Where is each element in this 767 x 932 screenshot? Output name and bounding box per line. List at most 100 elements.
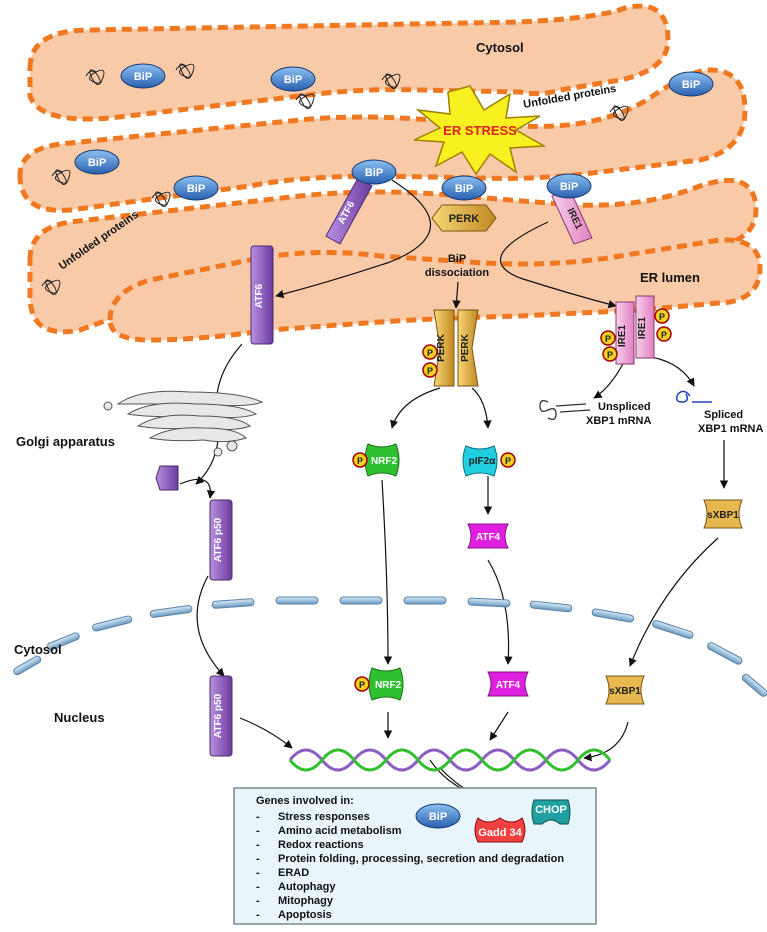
atf6-sensor: ATF6 BiP (325, 159, 397, 245)
gene-item-dash: - (256, 867, 260, 879)
atf6-p50-nuclear: ATF6 p50 (209, 675, 233, 757)
atf6-cytosolic: ATF6 (250, 245, 274, 345)
perk-phospho-2 (422, 362, 438, 378)
tangle-8 (41, 279, 61, 295)
nrf2-cytosolic-label: NRF2 (371, 456, 398, 467)
nuclear-pore-4 (149, 605, 193, 618)
gene-item: Protein folding, processing, secretion a… (278, 853, 564, 865)
genes-bip-label: BiP (429, 811, 447, 823)
perk-bip-label: BiP (455, 183, 473, 195)
gene-item: Amino acid metabolism (278, 825, 402, 837)
arrow-sxbp1-to-dna (583, 721, 629, 762)
dna-strand-2 (288, 748, 612, 772)
arrow-p50-to-nucleus (196, 575, 225, 677)
ire1-phospho-4-label: P (661, 330, 667, 340)
eif2a-phospho-label: P (505, 456, 511, 466)
bip-label-3: BiP (682, 79, 700, 91)
arrow-perk-to-nrf2 (390, 387, 441, 429)
ire1-dimer: IRE1 IRE1 P P P P (600, 295, 672, 365)
atf6-bip (351, 159, 397, 185)
gene-item-dash: - (256, 853, 260, 865)
arrow-perk-dimer (452, 281, 461, 309)
atf6-p50-nuclear-label: ATF6 p50 (213, 693, 224, 738)
sxbp1-nuclear-shape (605, 675, 645, 705)
tangle-2 (175, 63, 195, 79)
arrow-atf4-to-dna (489, 711, 509, 741)
arrow-ire1-dimer (499, 221, 617, 309)
bip-label-4: BiP (88, 157, 106, 169)
tangle-5 (609, 105, 629, 121)
nrf2-cytosolic-phospho (352, 452, 368, 468)
arrow-sxbp1-to-nucleus (628, 537, 719, 667)
bip-label-1: BiP (134, 71, 152, 83)
ire1-dimer-label-right: IRE1 (637, 316, 648, 339)
arrow-nrf2-to-nucleus (381, 479, 393, 665)
unspliced-label-2: XBP1 mRNA (586, 415, 651, 427)
er-sheet-1 (27, 3, 671, 122)
ire1-dimer-right (635, 295, 655, 359)
er-bip-group: BiP BiP BiP BiP BiP (74, 63, 714, 201)
unspliced-xbp1-mrna: Unspliced XBP1 mRNA (539, 400, 651, 427)
ire1-sensor: IRE1 BiP (546, 173, 593, 245)
eif2a-shape (462, 445, 498, 477)
gene-item: ERAD (278, 867, 309, 879)
gene-item-dash: - (256, 895, 260, 907)
ire1-phospho-2-label: P (607, 350, 613, 360)
er-stress-burst: ER STRESS (413, 85, 547, 176)
bip-label-5: BiP (187, 183, 205, 195)
perk-dimer-left (433, 309, 455, 387)
genes-box-title: Genes involved in: (256, 795, 354, 807)
nuclear-pore-2 (46, 632, 80, 651)
gene-item: Apoptosis (278, 909, 332, 921)
perk-dimer-label-right: PERK (460, 333, 471, 362)
chop-shape (531, 799, 571, 825)
atf4-nuclear-label: ATF4 (496, 680, 521, 691)
spliced-label-2: XBP1 mRNA (698, 423, 763, 435)
gene-item: Stress responses (278, 811, 370, 823)
gene-item-dash: - (256, 811, 260, 823)
ire1-phospho-2 (602, 346, 618, 362)
nuclear-envelope (13, 596, 767, 697)
arrow-p50-to-dna (239, 717, 293, 749)
nrf2-cytosolic-shape (364, 443, 400, 477)
nrf2-cytosolic: NRF2 P (352, 443, 400, 477)
arrow-ire1-to-unspliced (593, 361, 625, 399)
gadd34-label: Gadd 34 (478, 827, 522, 839)
gene-item: Redox reactions (278, 839, 364, 851)
ire1-phospho-3-label: P (659, 312, 665, 322)
arrow-atf4-to-nucleus (487, 559, 513, 665)
nuclear-pore-6 (275, 596, 319, 605)
ire1-phospho-3 (654, 308, 670, 324)
eif2a-label: pIF2α (469, 456, 497, 467)
tangle-4 (381, 73, 401, 89)
perk-membrane-label: PERK (449, 213, 480, 225)
arrow-golgi-fragment-to-p50 (179, 478, 216, 499)
sxbp1-cytosolic-label: sXBP1 (707, 510, 739, 521)
atf6-golgi-fragment (155, 465, 179, 491)
bip-oval-3 (668, 71, 714, 97)
genes-box-list: - Stress responses - Amino acid metaboli… (256, 811, 564, 921)
gene-item-dash: - (256, 881, 260, 893)
nuclear-pore-11 (591, 608, 635, 623)
nucleus-label: Nucleus (54, 710, 105, 725)
bip-oval-2 (270, 66, 316, 92)
bip-dissociation-label-2: dissociation (425, 267, 489, 279)
unspliced-mrna-icon (539, 400, 591, 420)
perk-dimer-right (457, 309, 479, 387)
nuclear-pore-8 (403, 596, 447, 605)
atf6-p50-cytosolic: ATF6 p50 (209, 499, 233, 581)
gadd34-shape (474, 817, 526, 843)
nuclear-pore-9 (467, 597, 511, 608)
eif2a-phospho (500, 452, 516, 468)
atf4-nuclear-shape (487, 671, 529, 697)
atf4-nuclear: ATF4 (487, 671, 529, 697)
bip-oval-1 (120, 63, 166, 89)
perk-phospho-1 (422, 344, 438, 360)
ire1-phospho-1 (600, 330, 616, 346)
golgi-vesicle-3 (103, 401, 113, 411)
atf6-cytosolic-label: ATF6 (254, 283, 265, 308)
nrf2-nuclear-label: NRF2 (375, 680, 402, 691)
tangle-3 (295, 93, 315, 109)
nrf2-nuclear-shape (368, 667, 404, 701)
atf6-p50-cytosolic-label: ATF6 p50 (213, 517, 224, 562)
